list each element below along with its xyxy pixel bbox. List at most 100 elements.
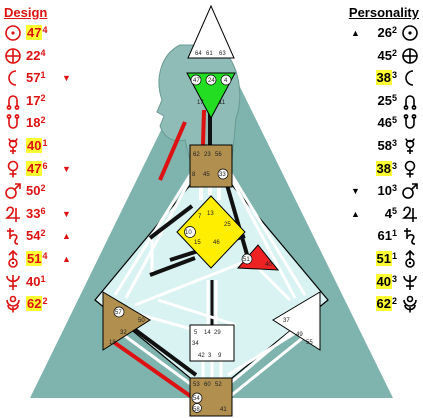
gate-label: 51 [243, 257, 250, 263]
gate-label: 49 [296, 332, 303, 338]
design-activation-row: 182 [4, 112, 70, 135]
gate-label: 60 [204, 382, 211, 388]
activation-value: 45 [385, 206, 397, 222]
line-number: 3 [391, 160, 397, 171]
activation-value: 403 [375, 273, 397, 290]
gate-label: 5 [194, 330, 198, 336]
north-node-icon [401, 92, 419, 110]
jupiter-icon [401, 205, 419, 223]
gate-label: 45 [203, 172, 210, 178]
personality-title: Personality [348, 5, 419, 20]
gate-number: 57 [26, 70, 41, 86]
personality-activation-row: 103 ▼ [341, 180, 419, 203]
pluto-icon [4, 295, 22, 313]
activation-value: 103 [378, 183, 397, 199]
south-node-icon [4, 114, 22, 132]
gate-label: 32 [120, 330, 127, 336]
activation-value: 622 [375, 296, 397, 312]
venus-icon [401, 160, 419, 178]
gate-label: 11 [219, 100, 226, 106]
activation-value: 172 [26, 93, 45, 109]
north-node-icon [4, 92, 22, 110]
gate-number: 22 [26, 47, 41, 63]
activation-value: 514 [26, 250, 48, 267]
line-number: 3 [391, 273, 397, 284]
gate-label: 56 [215, 152, 222, 158]
gate-label: 41 [220, 407, 227, 413]
moon-icon [401, 69, 419, 87]
line-number: 1 [42, 137, 48, 148]
activation-value: 474 [26, 25, 47, 41]
line-number: 2 [40, 115, 46, 126]
activation-value: 583 [378, 138, 397, 154]
gate-label: 25 [224, 222, 231, 228]
activation-value: 255 [378, 93, 397, 109]
activation-value: 622 [26, 296, 47, 312]
uranus-icon [4, 249, 22, 268]
personality-activation-row: 511 [341, 248, 419, 271]
personality-activation-row: 403 [341, 271, 419, 294]
line-number: 6 [40, 205, 46, 216]
gate-label: 46 [213, 240, 220, 246]
jupiter-icon [4, 205, 22, 223]
personality-activation-row: 622 [341, 293, 419, 316]
line-number: 4 [42, 250, 48, 261]
line-number: 6 [42, 160, 48, 171]
saturn-icon [4, 227, 22, 246]
gate-number: 46 [377, 115, 392, 131]
neptune-icon [401, 273, 419, 291]
moon-icon [4, 69, 22, 87]
gate-number: 17 [26, 92, 41, 108]
gate-label: 40 [265, 262, 272, 268]
gate-number: 10 [377, 183, 392, 199]
gate-number: 62 [375, 296, 392, 312]
gate-number: 50 [26, 183, 41, 199]
mars-icon [401, 182, 419, 200]
design-activation-row: 474 [4, 22, 70, 45]
design-activation-row: 622 [4, 293, 70, 316]
gate-label: 63 [219, 51, 226, 57]
gate-number: 25 [377, 92, 392, 108]
personality-activation-row: 255 [341, 90, 419, 113]
gate-label: 50 [138, 318, 145, 324]
ajna-active-gate-circle [220, 74, 232, 86]
design-activation-row: 571▼ [4, 67, 71, 90]
line-number: 2 [40, 183, 46, 194]
design-activation-row: 401 [4, 271, 70, 294]
venus-icon [4, 160, 22, 178]
gate-label: 62 [193, 152, 200, 158]
line-number: 2 [391, 296, 397, 307]
sun-icon [4, 24, 22, 42]
gate-number: 40 [375, 273, 392, 289]
spleen-center [102, 291, 151, 351]
detriment-arrow-icon: ▼ [351, 186, 360, 197]
activation-value: 571 [26, 70, 45, 86]
activation-value: 511 [375, 250, 397, 267]
design-title: Design [4, 5, 48, 20]
activation-value: 262 [378, 25, 397, 41]
line-number: 5 [391, 205, 397, 216]
gate-label: 14 [204, 330, 211, 336]
earth-icon [4, 47, 22, 65]
gate-label: 64 [195, 51, 202, 57]
design-activation-row: 476▼ [4, 158, 71, 181]
gate-number: 47 [26, 25, 43, 40]
sun-icon [401, 24, 419, 42]
line-number: 2 [391, 47, 397, 58]
activation-value: 611 [378, 228, 397, 244]
activation-value: 401 [26, 274, 45, 290]
gate-label: 55 [306, 340, 313, 346]
gate-label: 9 [218, 353, 222, 359]
activation-value: 182 [26, 115, 45, 131]
personality-activation-row: 465 [341, 112, 419, 135]
earth-icon [401, 47, 419, 65]
line-number: 4 [42, 25, 48, 35]
line-number: 2 [40, 228, 46, 239]
gate-label: 54 [193, 396, 200, 402]
exalted-arrow-icon: ▲ [62, 253, 71, 264]
design-activation-row: 172 [4, 90, 70, 113]
